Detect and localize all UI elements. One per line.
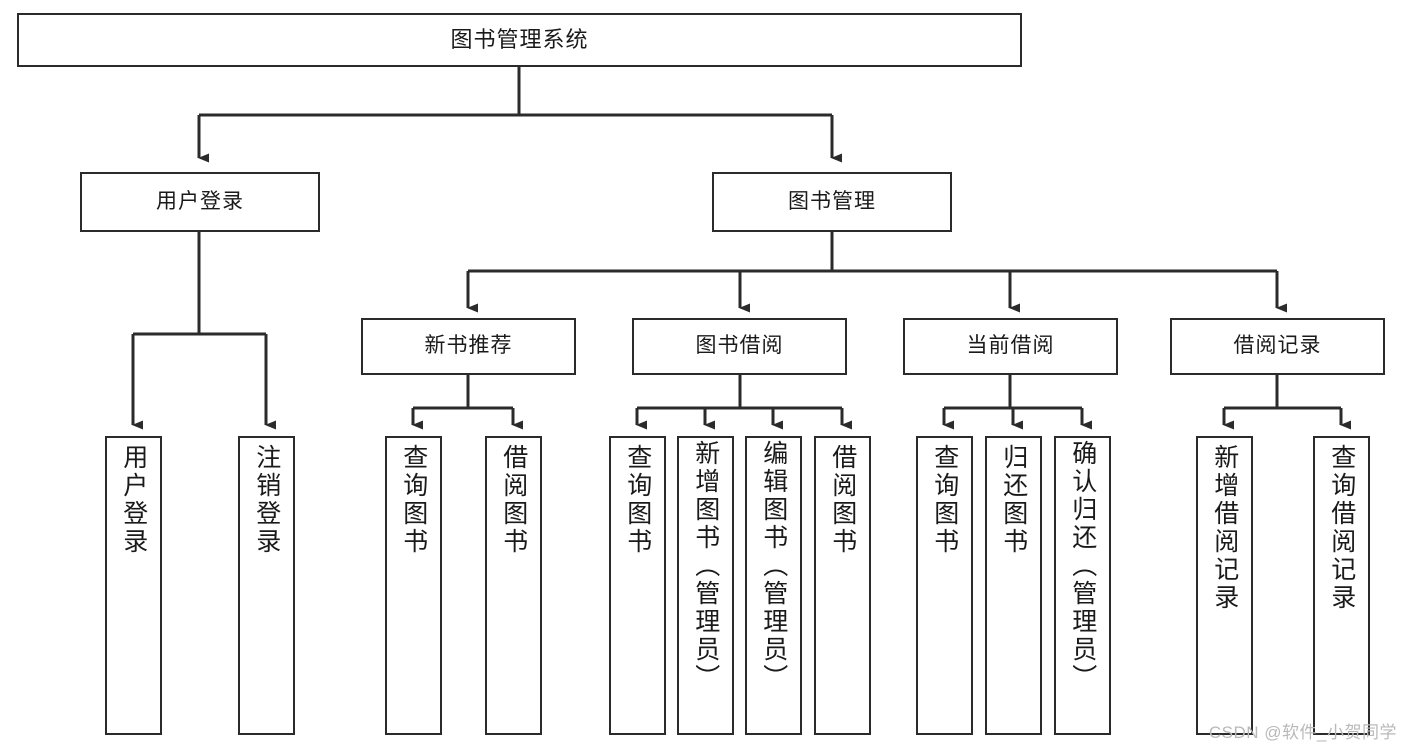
leaf-edit-book-admin[interactable]: 编辑图书（管理员） (745, 436, 802, 735)
node-user-login[interactable]: 用户登录 (80, 172, 320, 232)
node-label: 图书借阅 (695, 334, 784, 358)
node-label: 归还图书 (999, 444, 1028, 556)
node-label: 编辑图书（管理员） (759, 440, 788, 692)
leaf-add-borrow-record[interactable]: 新增借阅记录 (1196, 436, 1253, 735)
node-label: 图书管理系统 (450, 27, 589, 53)
leaf-query-borrow-record[interactable]: 查询借阅记录 (1313, 436, 1370, 735)
leaf-borrow-book[interactable]: 借阅图书 (814, 436, 871, 735)
leaf-logout-login[interactable]: 注销登录 (238, 436, 295, 735)
node-label: 查询图书 (623, 444, 652, 556)
node-label: 新书推荐 (424, 334, 513, 358)
node-label: 注销登录 (252, 444, 281, 556)
leaf-query-book-borrow[interactable]: 查询图书 (609, 436, 666, 735)
node-current-borrow[interactable]: 当前借阅 (903, 318, 1118, 375)
node-new-book-recommend[interactable]: 新书推荐 (361, 318, 576, 375)
leaf-borrow-book-new-recommend[interactable]: 借阅图书 (485, 436, 542, 735)
node-label: 用户登录 (119, 444, 148, 556)
node-label: 新增借阅记录 (1210, 444, 1239, 612)
node-label: 借阅图书 (499, 444, 528, 556)
leaf-confirm-return-admin[interactable]: 确认归还（管理员） (1054, 436, 1111, 735)
node-label: 借阅图书 (828, 444, 857, 556)
node-label: 确认归还（管理员） (1068, 440, 1097, 692)
leaf-add-book-admin[interactable]: 新增图书（管理员） (677, 436, 734, 735)
node-book-manage[interactable]: 图书管理 (712, 172, 952, 232)
leaf-return-book[interactable]: 归还图书 (985, 436, 1042, 735)
node-label: 查询图书 (930, 444, 959, 556)
leaf-query-book-new-recommend[interactable]: 查询图书 (385, 436, 442, 735)
leaf-query-book-current[interactable]: 查询图书 (916, 436, 973, 735)
node-label: 查询图书 (399, 444, 428, 556)
node-label: 用户登录 (156, 189, 244, 213)
node-label: 借阅记录 (1233, 334, 1322, 358)
node-label: 新增图书（管理员） (691, 440, 720, 692)
node-label: 图书管理 (788, 189, 876, 213)
node-root-book-management-system[interactable]: 图书管理系统 (17, 13, 1022, 67)
node-book-borrow[interactable]: 图书借阅 (632, 318, 847, 375)
node-label: 当前借阅 (966, 334, 1055, 358)
csdn-watermark: CSDN @软件_小贺同学 (1208, 723, 1397, 742)
leaf-user-login[interactable]: 用户登录 (105, 436, 162, 735)
node-borrow-record[interactable]: 借阅记录 (1170, 318, 1385, 375)
node-label: 查询借阅记录 (1327, 444, 1356, 612)
